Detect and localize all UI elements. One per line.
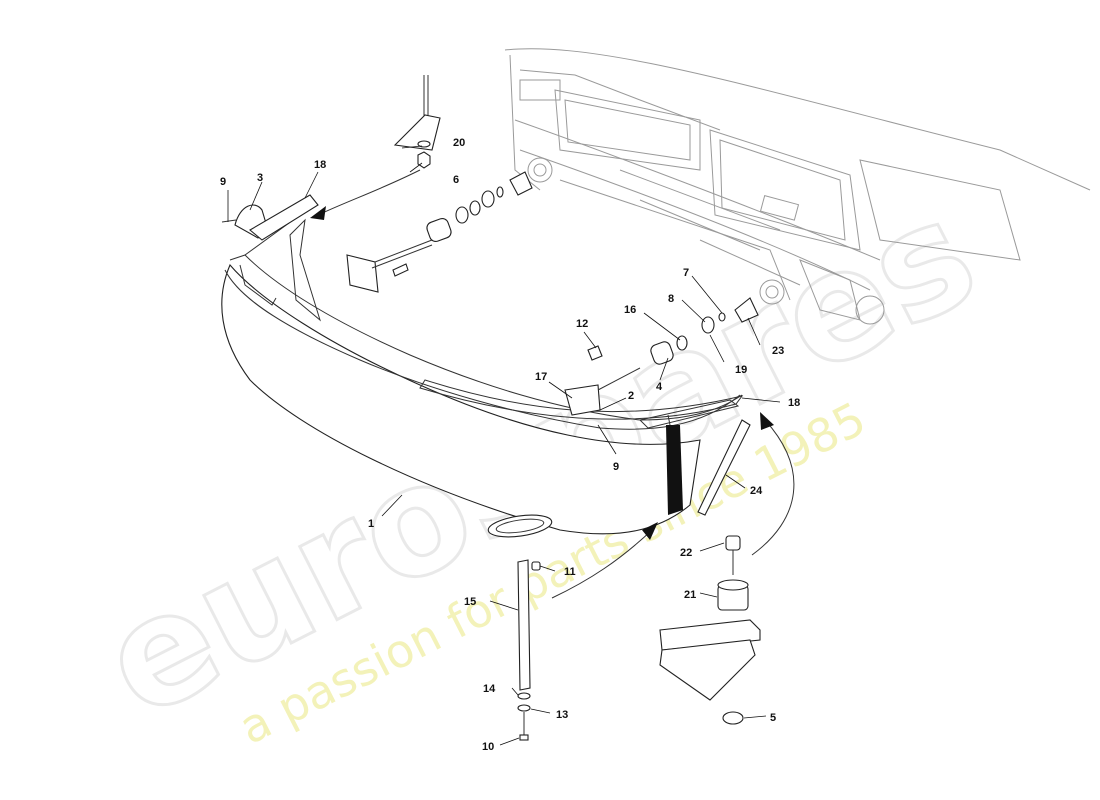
- side-strip: [697, 419, 751, 516]
- callout-1: 1: [368, 518, 374, 530]
- callout-23: 23: [772, 345, 784, 357]
- left-mount: [346, 171, 533, 293]
- callout-18-right: 18: [788, 397, 800, 409]
- callout-4: 4: [656, 381, 663, 393]
- callout-18-left: 18: [314, 159, 326, 171]
- side-plate: [221, 194, 319, 241]
- callout-9-left: 9: [220, 176, 226, 188]
- center-strip: [639, 399, 740, 515]
- leader-lines: [227, 145, 781, 746]
- callout-19: 19: [735, 364, 747, 376]
- callout-11: 11: [564, 566, 576, 578]
- callout-24: 24: [750, 485, 763, 497]
- callout-13: 13: [556, 709, 568, 721]
- callout-16: 16: [624, 304, 636, 316]
- callout-21: 21: [684, 589, 696, 601]
- callout-9-center: 9: [613, 461, 619, 473]
- callout-20: 20: [453, 137, 465, 149]
- callout-15: 15: [464, 596, 476, 608]
- assembly-arrows: [310, 169, 795, 599]
- callout-3: 3: [257, 172, 263, 184]
- callout-10: 10: [482, 741, 494, 753]
- callout-6: 6: [453, 174, 459, 186]
- car-front-outline: [504, 48, 1091, 325]
- callout-12: 12: [576, 318, 588, 330]
- callout-22: 22: [680, 547, 692, 559]
- callout-5: 5: [770, 712, 776, 724]
- callout-17: 17: [535, 371, 547, 383]
- lower-right-hardware: [659, 535, 761, 725]
- upper-left-bracket: [393, 75, 441, 169]
- callout-7: 7: [683, 267, 689, 279]
- callout-8: 8: [668, 293, 674, 305]
- callout-labels: 1 2 3 4 5 6 7 8 9 9 10 11 12 13 14 15 16…: [220, 137, 800, 753]
- callout-2: 2: [628, 390, 634, 402]
- callout-14: 14: [483, 683, 496, 695]
